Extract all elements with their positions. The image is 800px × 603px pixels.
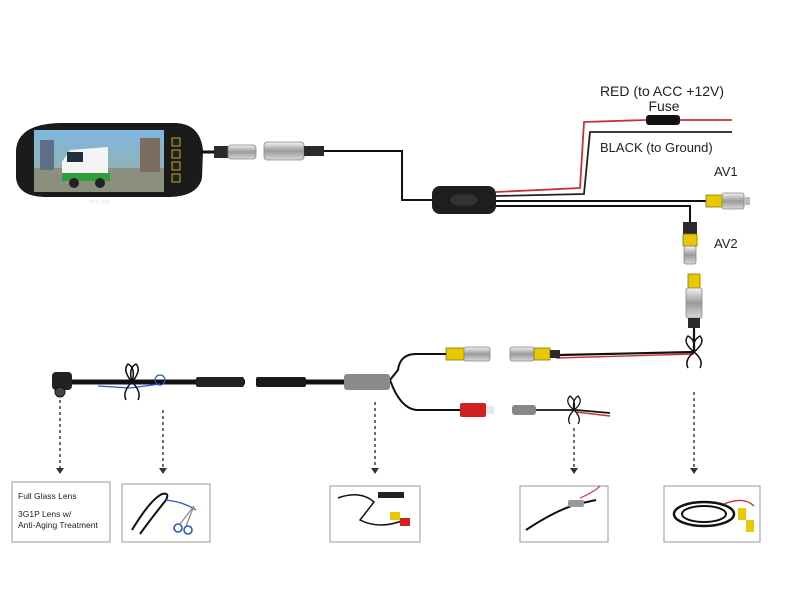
extension-connector <box>685 273 703 328</box>
black-wire <box>495 131 732 197</box>
detail-box-cable-tie <box>121 483 211 543</box>
camera-power-red <box>460 403 494 417</box>
monitor-buttons <box>171 137 181 183</box>
lens-caption-line-1: Full Glass Lens <box>18 491 77 501</box>
van-image <box>62 147 110 188</box>
camera-unit <box>52 372 72 398</box>
detail-box-power-lead <box>519 485 609 543</box>
detail-box-extension-cable <box>663 485 761 543</box>
cable-tie-right <box>685 335 703 369</box>
extension-rca-yellow <box>509 346 560 362</box>
fuse-label: Fuse <box>648 98 679 114</box>
monitor-cable <box>198 141 432 201</box>
av2-connector <box>682 222 698 265</box>
detail-box-lens: Full Glass Lens 3G1P Lens w/ Anti-Aging … <box>11 481 111 543</box>
av1-label: AV1 <box>714 164 738 179</box>
power-lead <box>512 395 611 425</box>
detail-arrows <box>59 392 695 468</box>
camera-rca-yellow <box>445 346 491 362</box>
av1-connector <box>705 192 750 210</box>
detail-box-camera-cable <box>329 485 421 543</box>
fuse-holder <box>646 115 680 125</box>
power-wires <box>495 115 732 222</box>
av2-label: AV2 <box>714 236 738 251</box>
lens-caption-line-3: Anti-Aging Treatment <box>18 520 98 530</box>
camera-cable <box>66 363 390 401</box>
arrow-heads <box>56 468 698 474</box>
lens-caption-line-2: 3G1P Lens w/ <box>18 509 72 519</box>
camera-split-wires <box>388 353 460 411</box>
scissors-icon <box>173 523 183 533</box>
monitor-brand-label: TFT LCD <box>89 200 110 206</box>
red-wire <box>495 119 647 193</box>
red-wire-label: RED (to ACC +12V) <box>600 83 724 99</box>
extension-cable <box>559 328 696 357</box>
mirror-monitor: TFT LCD <box>16 123 203 206</box>
black-wire-label: BLACK (to Ground) <box>600 140 713 155</box>
